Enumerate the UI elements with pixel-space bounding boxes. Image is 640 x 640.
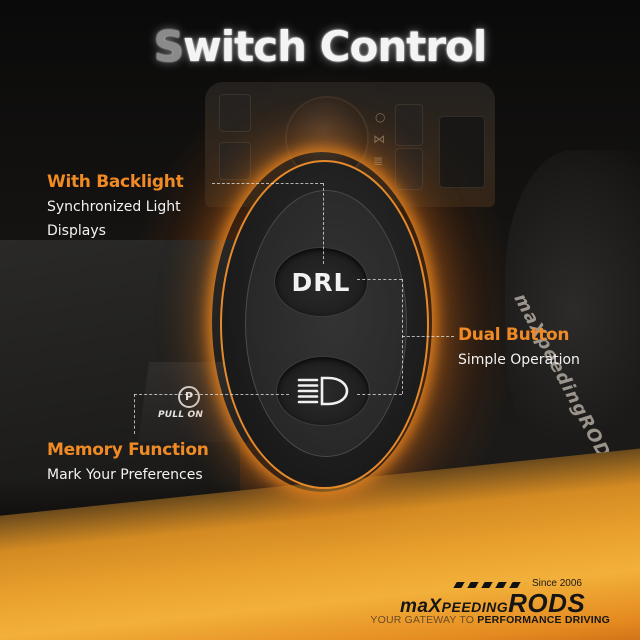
feature-dual-button: Dual Button Simple Operation: [458, 325, 580, 372]
leader-line-dual: [357, 394, 402, 395]
leader-line-memory: [134, 394, 289, 395]
feature-description-line: Mark Your Preferences: [47, 467, 203, 483]
title-first-letter: S: [153, 22, 184, 71]
leader-line-dual: [402, 336, 454, 337]
dash-switch: [395, 104, 423, 146]
gloved-hand: [505, 150, 640, 470]
parking-brake-label: PULL ON: [158, 410, 204, 420]
fog-light-switch: [439, 116, 485, 188]
leader-line-dual: [357, 279, 402, 280]
dash-switch: [219, 142, 251, 180]
drl-button[interactable]: DRL: [274, 247, 368, 317]
feature-description-line: Displays: [47, 223, 106, 239]
feature-description: Synchronized Light Displays: [47, 195, 183, 243]
leader-line-memory: [134, 394, 135, 434]
drl-label: DRL: [291, 267, 351, 297]
dash-switch: [219, 94, 251, 132]
off-icon: ○: [375, 110, 386, 124]
feature-description: Simple Operation: [458, 348, 580, 372]
feature-title: Dual Button: [458, 325, 570, 345]
low-beam-icon: ≣: [373, 154, 384, 168]
headlight-icon: [297, 376, 349, 406]
brand-since: Since 2006: [531, 578, 582, 589]
feature-description: Mark Your Preferences: [47, 463, 209, 487]
feature-description-line: Synchronized Light: [47, 199, 181, 215]
feature-memory: Memory Function Mark Your Preferences: [47, 440, 209, 487]
tagline-bold: PERFORMANCE DRIVING: [477, 614, 610, 626]
feature-title: With Backlight: [47, 172, 184, 192]
feature-description-line: Simple Operation: [458, 352, 580, 368]
title-rest: witch Control: [182, 22, 487, 71]
page-title: Switch Control: [0, 22, 640, 71]
feature-title: Memory Function: [47, 440, 209, 460]
brand-name-part: RODS: [508, 588, 586, 618]
parking-light-icon: ⋈: [373, 132, 385, 146]
tagline-light: YOUR GATEWAY TO: [370, 614, 478, 626]
brand-tagline: YOUR GATEWAY TO PERFORMANCE DRIVING: [370, 614, 610, 626]
leader-line-backlight: [323, 183, 324, 264]
headlight-button[interactable]: [276, 356, 370, 426]
feature-backlight: With Backlight Synchronized Light Displa…: [47, 172, 184, 243]
brand-name-part: maX: [400, 596, 442, 617]
brand-name: maXRODSpeedingRODS: [400, 588, 585, 619]
parking-brake-icon: P: [178, 386, 200, 408]
dash-switch: [395, 148, 423, 190]
brand-name-part: peeding: [441, 599, 509, 615]
leader-line-backlight: [212, 183, 323, 184]
